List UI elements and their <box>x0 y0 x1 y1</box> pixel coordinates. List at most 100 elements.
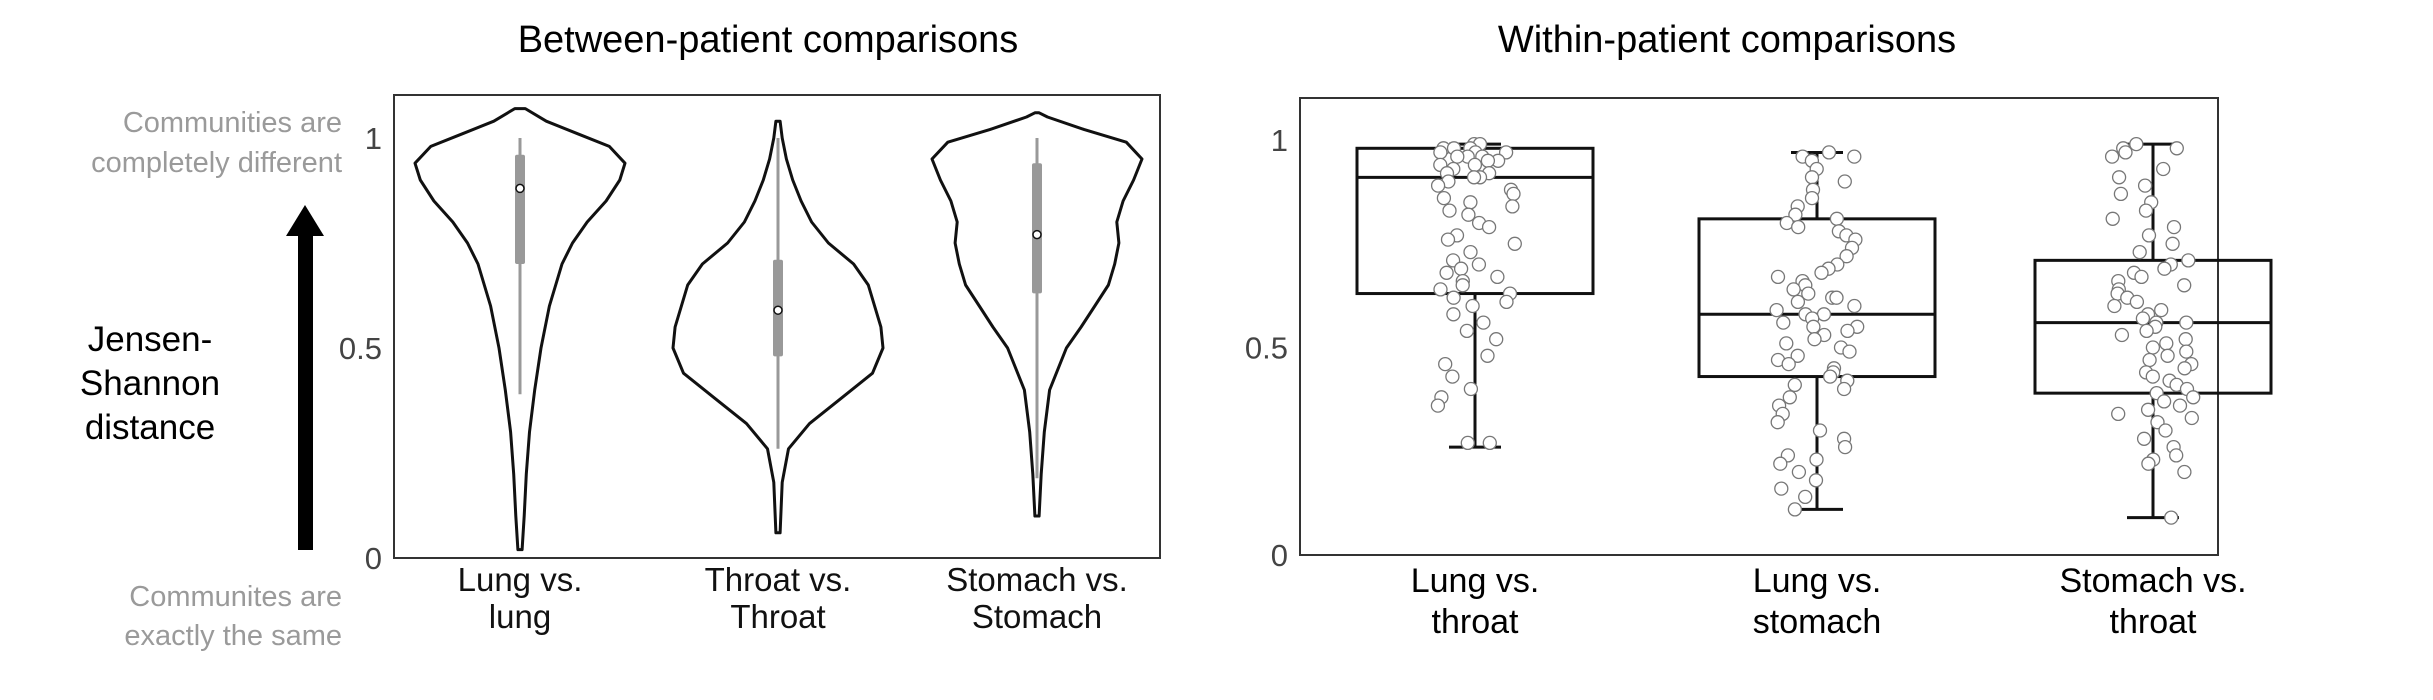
data-point <box>1463 244 1478 260</box>
x-category-label: Throat vs. <box>705 561 852 598</box>
data-point <box>1481 219 1497 235</box>
data-point <box>1466 170 1482 185</box>
data-point <box>2165 236 2180 251</box>
data-point <box>1506 186 1521 202</box>
x-category-label: Stomach vs. <box>2059 562 2246 600</box>
y-axis-label-line: Jensen- <box>88 320 213 359</box>
data-point <box>1480 348 1495 363</box>
data-point <box>2156 394 2172 409</box>
data-point <box>1453 261 1469 276</box>
data-point <box>1839 249 1854 264</box>
data-point <box>1442 203 1457 218</box>
data-point <box>1781 356 1796 372</box>
data-point <box>1791 219 1806 235</box>
y-tick-label: 0.5 <box>339 331 382 366</box>
data-point <box>2169 448 2184 463</box>
data-point <box>1791 464 1807 480</box>
data-point <box>1782 390 1797 405</box>
x-category-label: Lung vs. <box>1753 562 1882 600</box>
x-category-label: lung <box>489 598 551 635</box>
x-category-label: Stomach <box>972 598 1102 635</box>
data-point <box>2177 464 2192 480</box>
x-category-label: stomach <box>1753 603 1882 641</box>
data-point <box>2134 269 2149 285</box>
data-point <box>1433 282 1448 297</box>
data-point <box>1816 307 1832 322</box>
data-point <box>1430 398 1446 413</box>
data-point <box>2141 228 2157 243</box>
data-point <box>1467 157 1483 173</box>
y-axis-label-line: Shannon <box>80 364 220 403</box>
annotation-bottom-line1: Communites are <box>129 581 342 613</box>
y-tick-label: 1 <box>1271 123 1288 158</box>
data-point <box>1790 294 1806 310</box>
data-point <box>1809 452 1824 467</box>
data-point <box>1450 149 1465 164</box>
data-point <box>2118 145 2133 160</box>
data-point <box>2141 456 2156 471</box>
data-point <box>1489 332 1504 347</box>
annotation-top-line1: Communities are <box>123 107 342 139</box>
data-point <box>1787 502 1803 517</box>
x-category-label: Throat <box>730 598 825 635</box>
data-point <box>2157 261 2172 276</box>
data-point <box>1476 315 1491 330</box>
data-point <box>2186 390 2201 405</box>
data-point <box>2114 327 2130 343</box>
data-point <box>2177 278 2192 293</box>
data-point <box>1847 149 1862 164</box>
data-point <box>1438 356 1453 372</box>
data-point <box>2105 211 2120 226</box>
data-point <box>1807 332 1822 347</box>
data-point <box>1499 294 1514 310</box>
data-point <box>1439 265 1454 280</box>
data-point <box>2145 369 2160 384</box>
data-point <box>2178 332 2193 347</box>
arrow-shaft <box>298 232 313 550</box>
data-point <box>2169 141 2184 156</box>
violin-iqr-box <box>1032 163 1042 294</box>
data-point <box>1842 344 1857 359</box>
data-point <box>1779 336 1794 351</box>
data-point <box>2177 361 2192 376</box>
data-point <box>1770 415 1785 430</box>
data-point <box>1446 307 1461 322</box>
data-point <box>2179 315 2194 330</box>
data-point <box>2138 203 2154 218</box>
x-category-label: Lung vs. <box>1411 562 1540 600</box>
data-point <box>2142 352 2157 368</box>
right-plot-frame <box>1299 97 2219 556</box>
right-chart-title: Within-patient comparisons <box>1498 19 1956 61</box>
data-point <box>1804 170 1820 185</box>
data-point <box>2181 253 2196 268</box>
x-category-label: Stomach vs. <box>946 561 1128 598</box>
data-point <box>1446 290 1461 305</box>
data-point <box>1776 315 1791 330</box>
data-point <box>1821 145 1837 160</box>
data-point <box>1455 278 1470 293</box>
data-point <box>1471 257 1487 272</box>
data-point <box>2139 323 2154 339</box>
data-point <box>1837 174 1852 189</box>
violin-body <box>413 107 627 552</box>
data-point <box>1769 302 1784 318</box>
data-point <box>2111 170 2127 185</box>
x-category-label: throat <box>1432 603 1519 641</box>
data-point <box>2132 244 2147 260</box>
data-point <box>2160 348 2175 363</box>
data-point <box>1465 298 1480 314</box>
data-point <box>1460 435 1475 451</box>
data-point <box>2104 149 2120 164</box>
data-point <box>2164 510 2179 525</box>
data-point <box>1801 286 1816 301</box>
y-tick-label: 0.5 <box>1245 331 1288 366</box>
data-point <box>1786 282 1801 297</box>
data-point <box>1836 381 1852 397</box>
data-point <box>1430 178 1446 193</box>
data-point <box>1461 207 1476 222</box>
x-category-label: throat <box>2110 603 2197 641</box>
